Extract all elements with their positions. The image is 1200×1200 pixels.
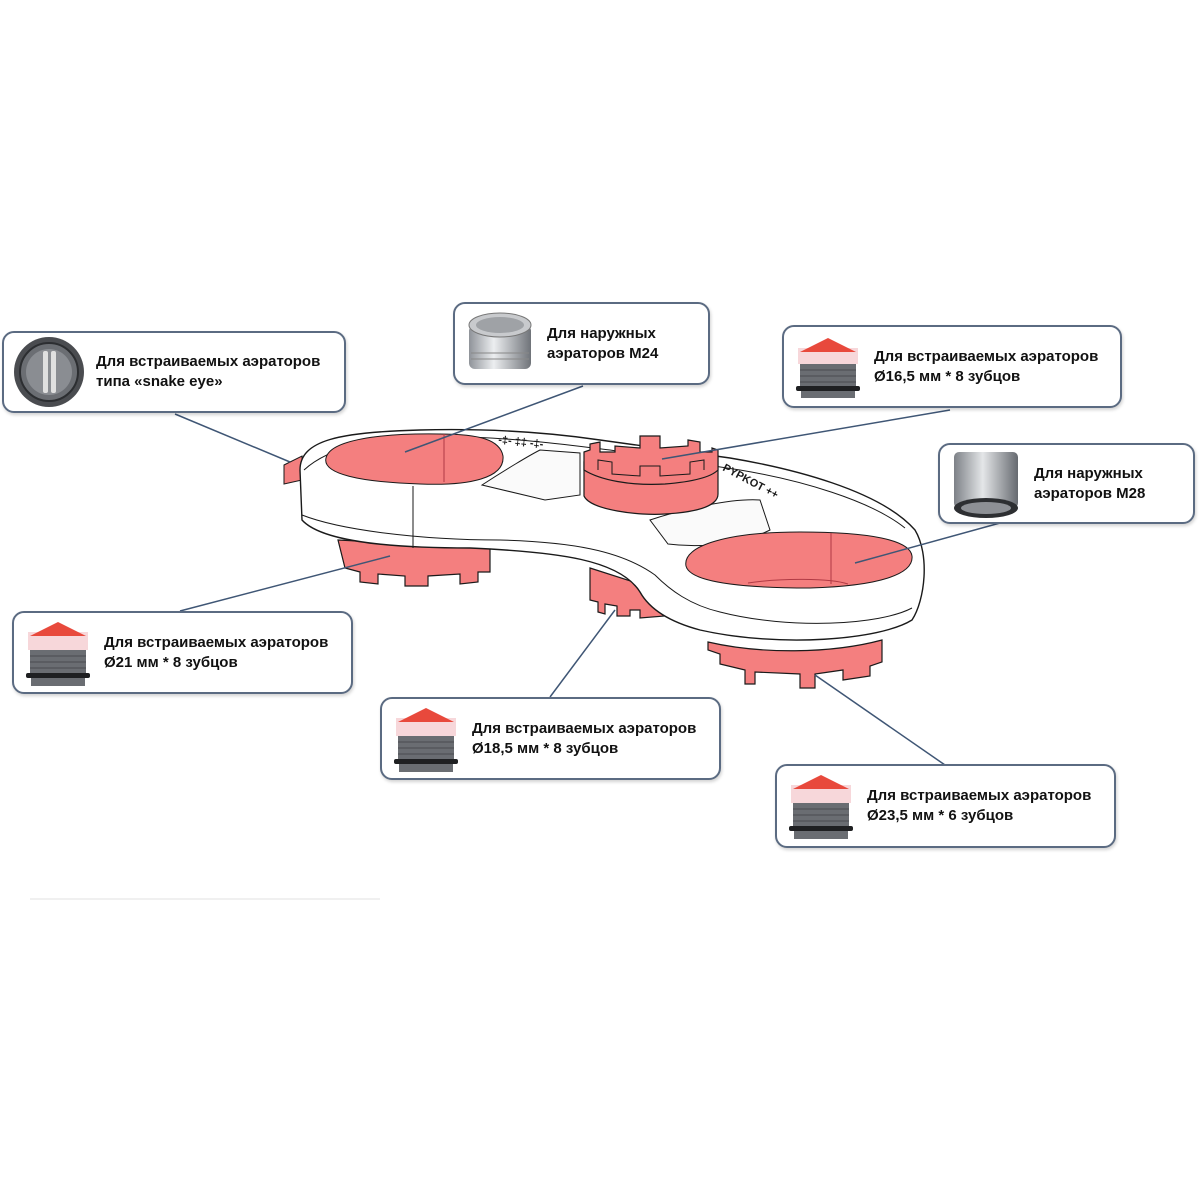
callout-label: Для встраиваемых аэраторов Ø16,5 мм * 8 … (874, 347, 1099, 385)
callout-label: Для встраиваемых аэраторов Ø18,5 мм * 8 … (472, 719, 697, 757)
leader-d21 (179, 555, 391, 612)
callout-label: Для встраиваемых аэраторов типа «snake e… (96, 353, 321, 390)
external-aerator-m28-icon (954, 451, 1018, 518)
bottom-gear-d23-5 (707, 639, 883, 689)
leader-d18-5 (549, 609, 616, 698)
insert-aerator-icon (789, 775, 853, 839)
insert-aerator-icon (26, 621, 90, 686)
snake-eye-aerator-icon (14, 337, 84, 407)
insert-aerator-icon (796, 337, 860, 398)
bottom-gear-d21 (337, 539, 491, 587)
callout-label: Для наружных аэраторов М28 (1034, 464, 1146, 502)
socket-m28 (685, 531, 913, 589)
crown-gear-d16-5 (583, 435, 719, 515)
callout-label: Для наружных аэраторов М24 (547, 324, 659, 362)
callout-d21: Для встраиваемых аэраторов Ø21 мм * 8 зу… (12, 611, 353, 694)
socket-m24 (325, 433, 504, 485)
callout-d23-5: Для встраиваемых аэраторов Ø23,5 мм * 6 … (775, 764, 1116, 848)
bottom-gear-d18-5 (589, 567, 666, 619)
callout-snake-eye: Для встраиваемых аэраторов типа «snake e… (2, 331, 346, 413)
callout-label: Для встраиваемых аэраторов Ø23,5 мм * 6 … (867, 787, 1092, 824)
callout-m28: Для наружных аэраторов М28 (938, 443, 1195, 524)
insert-aerator-icon (394, 707, 458, 772)
callout-m24: Для наружных аэраторов М24 (453, 302, 710, 385)
leader-d16-5 (661, 409, 951, 460)
leader-lines (174, 385, 1001, 766)
leader-m28 (854, 522, 1001, 564)
leader-d23-5 (814, 674, 946, 766)
separator-line (30, 898, 380, 900)
callout-d16-5: Для встраиваемых аэраторов Ø16,5 мм * 8 … (782, 325, 1122, 408)
callout-label: Для встраиваемых аэраторов Ø21 мм * 8 зу… (104, 633, 329, 671)
leader-snake-eye (174, 413, 291, 463)
svg-text:-‡- ‡‡ -‡-: -‡- ‡‡ -‡- (498, 434, 545, 451)
leader-m24 (404, 385, 584, 453)
external-aerator-m24-icon (468, 312, 532, 369)
callout-d18-5: Для встраиваемых аэраторов Ø18,5 мм * 8 … (380, 697, 721, 780)
